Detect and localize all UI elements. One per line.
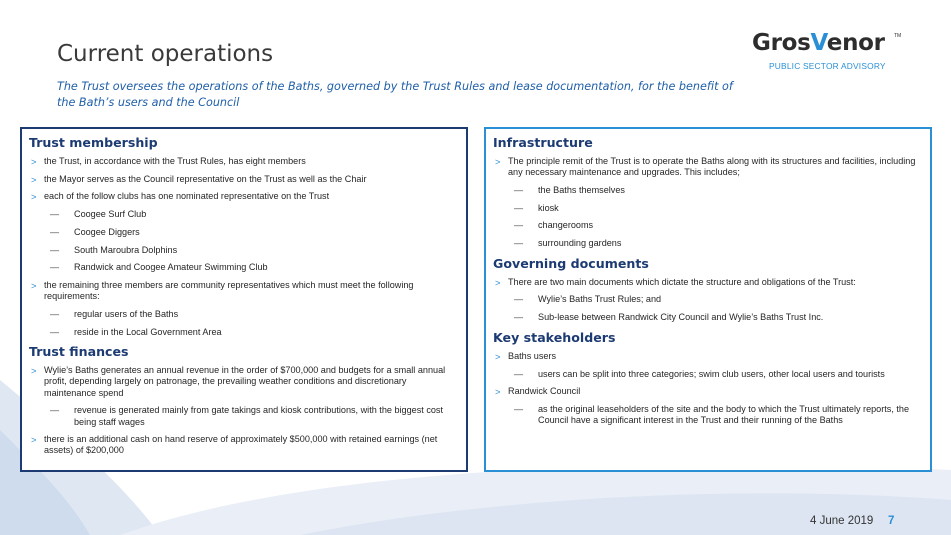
list-item: >there is an additional cash on hand res… (31, 434, 438, 456)
club-item: —Coogee Surf Club (50, 209, 147, 220)
bullet-icon: > (31, 156, 37, 167)
bullet-icon: > (31, 434, 37, 446)
list-item: >the Mayor serves as the Council represe… (31, 173, 367, 185)
club-item: —Coogee Diggers (50, 226, 140, 237)
logo-wordmark: GrosVenor (752, 30, 885, 56)
document-item: —Wylie’s Baths Trust Rules; and (514, 294, 662, 305)
infrastructure-item: —the Baths themselves (514, 184, 625, 195)
page-number: 7 (888, 515, 895, 527)
right-panel: Infrastructure >The principle remit of t… (484, 127, 932, 472)
list-item: >The principle remit of the Trust is to … (495, 156, 916, 178)
governing-documents-heading: Governing documents (493, 255, 649, 271)
page-title: Current operations (57, 41, 274, 67)
infrastructure-item: —surrounding gardens (514, 238, 622, 249)
dash-icon: — (514, 202, 524, 213)
bullet-icon: > (31, 191, 37, 203)
bullet-icon: > (495, 350, 501, 362)
dash-icon: — (50, 244, 60, 255)
infrastructure-item: —kiosk (514, 202, 559, 213)
bullet-icon: > (495, 156, 501, 167)
dash-icon: — (50, 326, 60, 337)
infrastructure-heading: Infrastructure (493, 135, 593, 150)
dash-icon: — (514, 294, 524, 305)
left-panel: Trust membership >the Trust, in accordan… (20, 127, 468, 472)
infrastructure-item: —changerooms (514, 220, 594, 231)
dash-icon: — (514, 312, 524, 323)
trust-finances-heading: Trust finances (29, 344, 129, 360)
dash-icon: — (514, 238, 524, 249)
dash-icon: — (514, 403, 524, 414)
grosvenor-logo: GrosVenor TM PUBLIC SECTOR ADVISORY (752, 30, 902, 72)
key-stakeholders-heading: Key stakeholders (493, 329, 616, 345)
footer-date: 4 June 2019 (810, 515, 874, 527)
club-item: —Randwick and Coogee Amateur Swimming Cl… (50, 262, 268, 273)
document-item: —Sub-lease between Randwick City Council… (514, 312, 824, 323)
dash-icon: — (514, 368, 524, 379)
list-item: >Randwick Council (495, 386, 581, 398)
dash-icon: — (514, 220, 524, 231)
list-item: >the Trust, in accordance with the Trust… (31, 156, 306, 167)
list-item: >Baths users (495, 350, 557, 362)
club-item: —South Maroubra Dolphins (50, 244, 178, 255)
dash-icon: — (50, 308, 60, 319)
list-item: >the remaining three members are communi… (31, 279, 414, 302)
dash-icon: — (50, 405, 60, 416)
dash-icon: — (514, 184, 524, 195)
bullet-icon: > (31, 279, 37, 291)
list-subitem: —revenue is generated mainly from gate t… (50, 405, 444, 427)
dash-icon: — (50, 262, 60, 273)
dash-icon: — (50, 226, 60, 237)
list-item: >each of the follow clubs has one nomina… (31, 191, 330, 203)
requirement-item: —regular users of the Baths (50, 308, 179, 319)
requirement-item: —reside in the Local Government Area (50, 326, 222, 337)
bullet-icon: > (495, 386, 501, 398)
dash-icon: — (50, 209, 60, 220)
logo-tagline: PUBLIC SECTOR ADVISORY (769, 61, 886, 71)
trust-membership-heading: Trust membership (29, 135, 158, 150)
bullet-icon: > (31, 365, 37, 377)
page-subtitle: The Trust oversees the operations of the… (57, 80, 733, 109)
list-item: >There are two main documents which dict… (495, 276, 856, 288)
list-item: >Wylie’s Baths generates an annual reven… (31, 365, 446, 398)
bullet-icon: > (31, 173, 37, 185)
bullet-icon: > (495, 276, 501, 288)
list-subitem: —as the original leaseholders of the sit… (514, 403, 910, 426)
logo-trademark: TM (894, 33, 902, 39)
list-subitem: —users can be split into three categorie… (514, 368, 885, 379)
